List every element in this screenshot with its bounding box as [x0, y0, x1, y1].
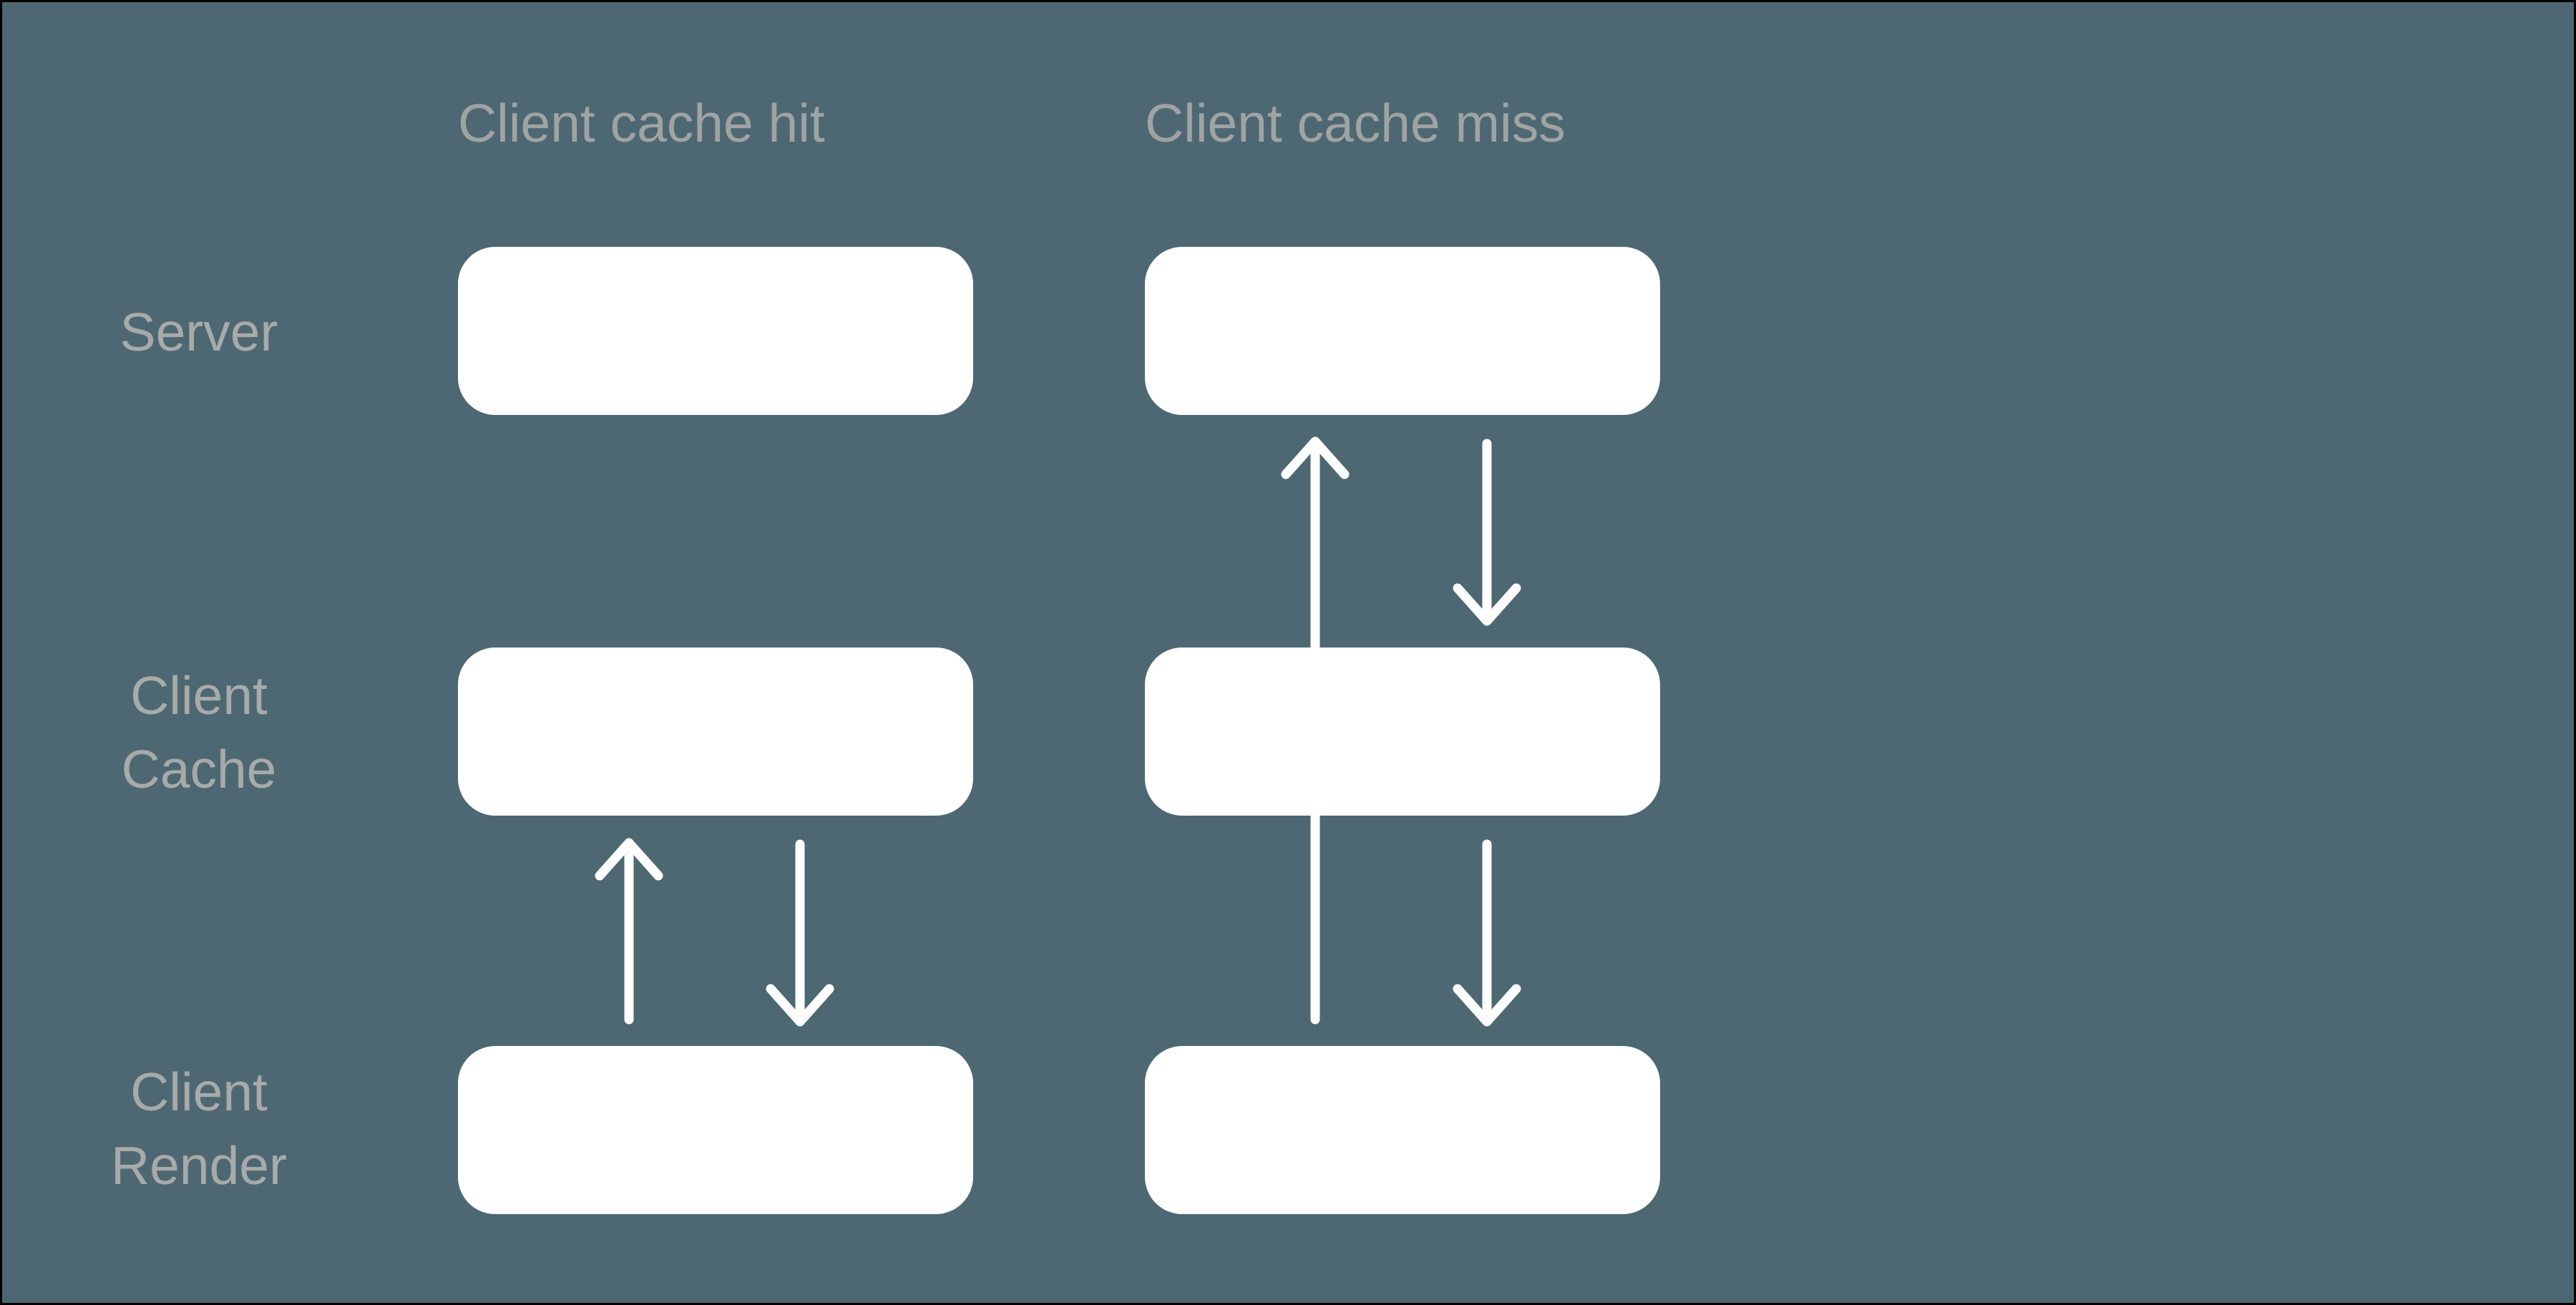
row-label-client-cache-line1: Client	[130, 665, 268, 725]
row-label-client-cache-line2: Cache	[122, 739, 277, 799]
row-label-client-render-line1: Client	[130, 1062, 268, 1122]
arrow-hit-cache-to-render-down	[766, 839, 834, 1027]
box-miss-server	[1145, 247, 1660, 415]
box-hit-server	[458, 247, 973, 415]
boxes	[458, 247, 1660, 1214]
arrow-hit-render-to-cache-up	[595, 838, 663, 1025]
arrow-head-up	[1281, 436, 1350, 479]
arrow-miss-cache-to-render-down	[1453, 839, 1521, 1027]
box-miss-render	[1145, 1046, 1660, 1214]
arrow-head-up	[595, 838, 663, 881]
row-label-server: Server	[120, 302, 278, 362]
column-header-client-cache-hit: Client cache hit	[458, 93, 825, 153]
box-miss-cache	[1145, 647, 1660, 816]
box-hit-cache	[458, 647, 973, 816]
row-label-client-render-line2: Render	[111, 1135, 287, 1196]
arrow-head-down	[766, 984, 834, 1027]
arrow-head-down	[1453, 984, 1521, 1027]
arrow-head-down	[1453, 583, 1521, 626]
column-header-client-cache-miss: Client cache miss	[1145, 93, 1566, 153]
arrow-miss-server-to-cache-down	[1453, 439, 1521, 626]
box-hit-render	[458, 1046, 973, 1214]
